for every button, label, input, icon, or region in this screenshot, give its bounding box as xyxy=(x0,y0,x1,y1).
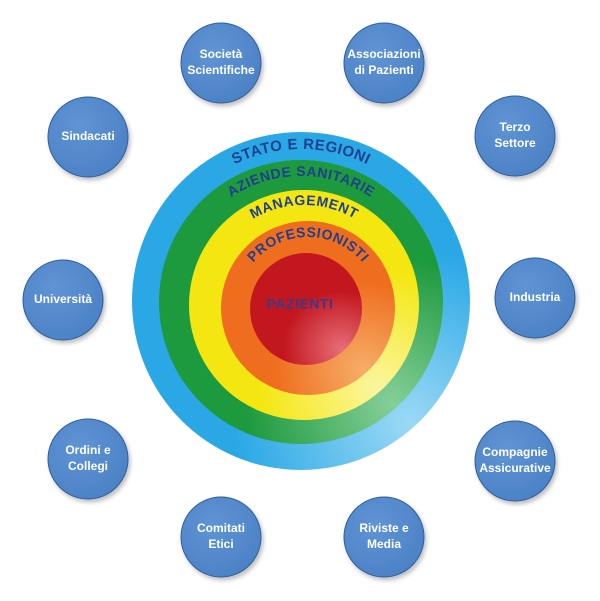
stakeholder-label: Settore xyxy=(494,136,536,150)
ring-pazienti xyxy=(250,253,362,365)
stakeholder-circle xyxy=(494,257,576,339)
stakeholder-label: Società xyxy=(200,47,243,61)
stakeholder-label: Compagnie xyxy=(482,445,548,459)
stakeholder-circle xyxy=(474,420,556,502)
stakeholder-circle xyxy=(22,259,104,341)
stakeholder-label: Università xyxy=(34,292,92,306)
stakeholder-riviste-e-media: Riviste e Media xyxy=(343,496,425,578)
stakeholder-industria: Industria xyxy=(494,257,576,339)
stakeholder-circle xyxy=(474,95,556,177)
stakeholder-label: Scientifiche xyxy=(187,63,255,77)
stakeholder-label: Comitati xyxy=(197,521,245,535)
stakeholder-label: Riviste e xyxy=(359,521,409,535)
stakeholder-label: Industria xyxy=(510,290,561,304)
stakeholder-circle xyxy=(343,496,425,578)
concentric-rings xyxy=(132,132,470,470)
stakeholder-circle xyxy=(180,496,262,578)
stakeholder-label: Terzo xyxy=(499,120,530,134)
stakeholder-label: Sindacati xyxy=(61,129,114,143)
stakeholder-label: Assicurative xyxy=(479,461,551,475)
stakeholder-label: Collegi xyxy=(68,459,108,473)
stakeholder-label: Ordini e xyxy=(65,443,111,457)
stakeholder-sindacati: Sindacati xyxy=(47,96,129,178)
stakeholder-label: Media xyxy=(367,537,401,551)
stakeholder-label: Etici xyxy=(208,537,233,551)
stakeholder-ordini-e-collegi: Ordini e Collegi xyxy=(47,418,129,500)
stakeholder-label: Associazioni xyxy=(347,47,420,61)
ring-label-pazienti: PAZIENTI xyxy=(267,296,334,312)
stakeholder-circle xyxy=(343,22,425,104)
stakeholder-label: di Pazienti xyxy=(354,63,413,77)
stakeholder-università: Università xyxy=(22,259,104,341)
stakeholder-circle xyxy=(180,22,262,104)
stakeholder-circle xyxy=(47,418,129,500)
stakeholder-associazioni-di-pazienti: Associazioni di Pazienti xyxy=(343,22,425,104)
stakeholder-circle xyxy=(47,96,129,178)
